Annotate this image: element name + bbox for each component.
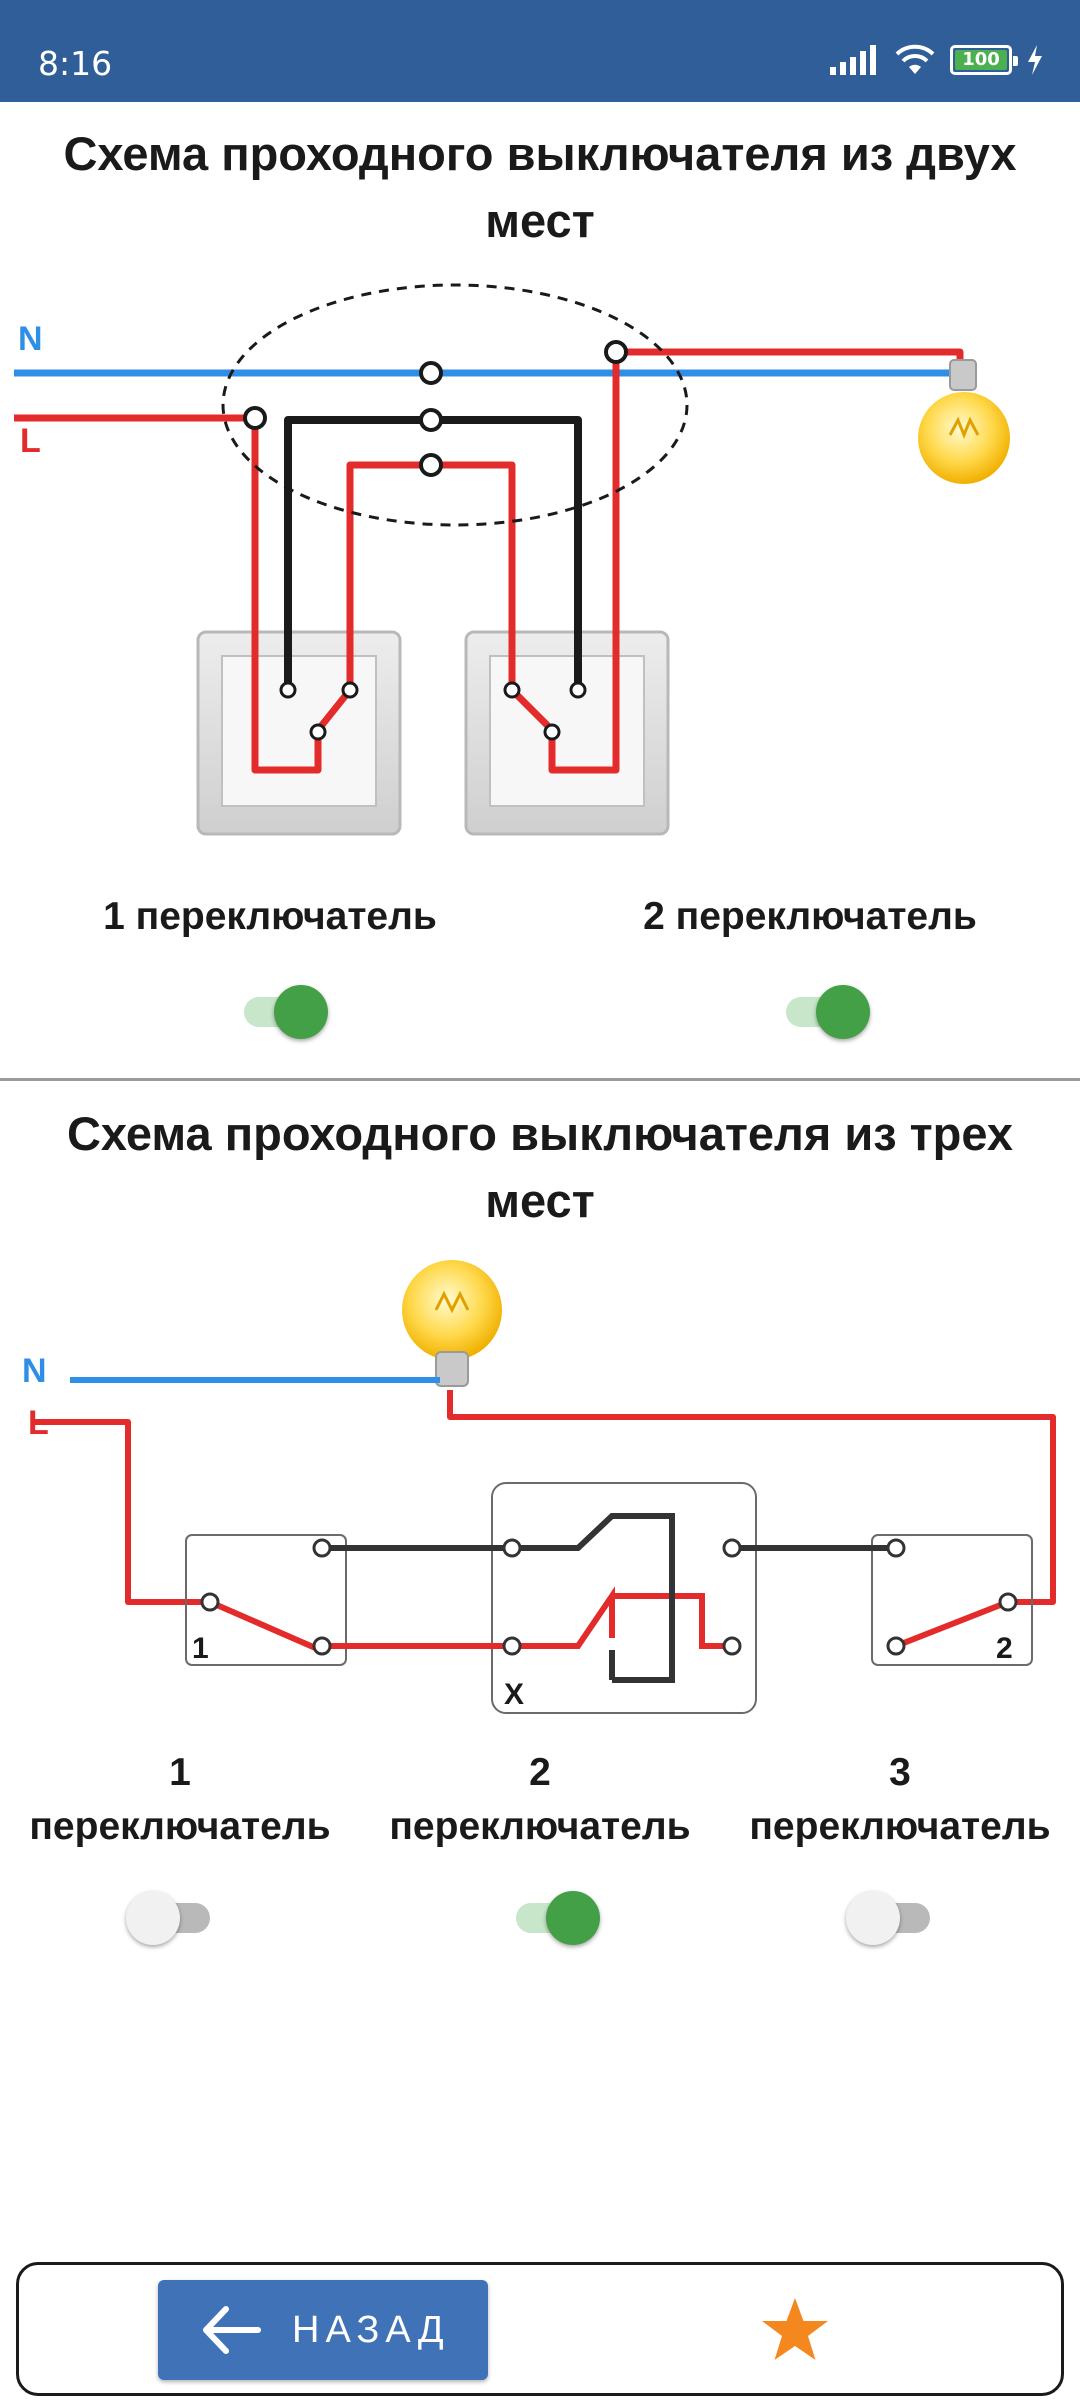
switch-label-2: 2 переключатель xyxy=(643,895,977,938)
switch-number-center: X xyxy=(504,1678,524,1711)
switch3-word-2: переключатель xyxy=(389,1805,691,1848)
switch3-number-2: 2 xyxy=(529,1751,551,1794)
switch3-word-3: переключатель xyxy=(749,1805,1051,1848)
switch3-2-toggle[interactable] xyxy=(510,1888,600,1948)
section-divider xyxy=(0,1078,1080,1081)
switch-plate-left xyxy=(196,630,402,836)
switch-plate-right xyxy=(464,630,670,836)
neutral-label: N xyxy=(22,1352,47,1390)
lamp-icon xyxy=(402,1260,502,1387)
status-bar: 8:16 100 xyxy=(0,0,1080,102)
signal-icon xyxy=(830,45,876,75)
switch-1-toggle[interactable] xyxy=(238,982,328,1042)
switch3-label-1: 1 переключатель xyxy=(0,1746,360,1854)
back-button[interactable]: НАЗАД xyxy=(158,2280,488,2380)
arrow-left-icon xyxy=(203,2306,261,2354)
switch3-1-toggle[interactable] xyxy=(126,1888,216,1948)
charging-icon xyxy=(1028,45,1042,75)
neutral-label: N xyxy=(18,320,43,358)
switch-2-toggle[interactable] xyxy=(780,982,870,1042)
battery-level: 100 xyxy=(962,49,1000,70)
status-time: 8:16 xyxy=(38,44,113,83)
switch3-word-1: переключатель xyxy=(29,1805,331,1848)
back-button-label: НАЗАД xyxy=(292,2308,450,2351)
scheme-two-title: Схема проходного выключателя из двух мес… xyxy=(63,127,1017,247)
battery-icon: 100 xyxy=(950,45,1018,75)
switch3-number-1: 1 xyxy=(169,1751,191,1794)
switch3-number-3: 3 xyxy=(889,1751,911,1794)
switch3-label-2: 2 переключатель xyxy=(360,1746,720,1854)
three-way-wiring-diagram: N L 1 X 2 xyxy=(22,1260,1056,1714)
star-icon[interactable] xyxy=(760,2296,830,2366)
phase-label: L xyxy=(20,422,41,460)
switch-number-right: 2 xyxy=(996,1632,1013,1665)
two-way-wiring-diagram: N L xyxy=(14,283,1010,836)
lamp-icon xyxy=(918,359,1010,484)
status-icons: 100 xyxy=(830,40,1044,80)
scheme-three-title: Схема проходного выключателя из трех мес… xyxy=(66,1107,1014,1227)
wifi-icon xyxy=(895,44,935,74)
switch3-label-3: 3 переключатель xyxy=(720,1746,1080,1854)
switch-label-1: 1 переключатель xyxy=(103,895,437,938)
switch3-3-toggle[interactable] xyxy=(846,1888,936,1948)
switch-number-left: 1 xyxy=(192,1632,209,1665)
